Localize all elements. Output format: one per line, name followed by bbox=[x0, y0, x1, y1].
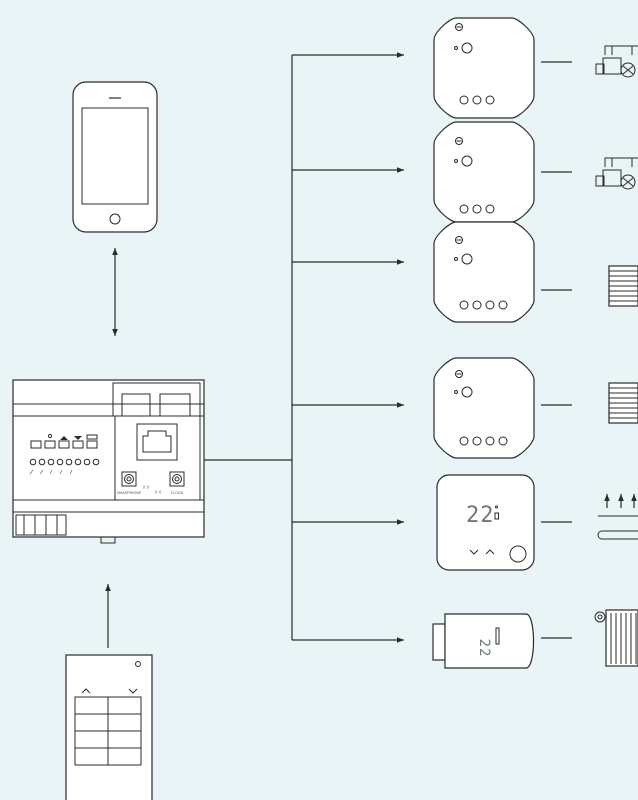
gateway-unit: ((·)) ((·)) SMARTPHONE CLOUD bbox=[12, 379, 205, 544]
thermostat-temperature: 22 bbox=[466, 503, 495, 528]
blind-icon-1 bbox=[608, 265, 638, 307]
actuator-module-2 bbox=[433, 121, 535, 223]
blind-icon-2 bbox=[608, 382, 638, 424]
valve-icon-2 bbox=[595, 157, 638, 190]
radiator-icon bbox=[594, 609, 638, 667]
radiator-head-temperature: 22 bbox=[476, 639, 492, 658]
actuator-module-4 bbox=[433, 357, 535, 459]
gateway-leds bbox=[29, 458, 100, 475]
radiator-thermostat-head: 22 bbox=[432, 613, 535, 669]
distribution-lines bbox=[204, 52, 404, 643]
remote-control-icon bbox=[65, 654, 153, 800]
room-thermostat: 22 bbox=[436, 474, 535, 571]
svg-text:((·)): ((·)) bbox=[143, 485, 150, 489]
underfloor-heating-icon bbox=[597, 494, 638, 540]
smartphone-icon bbox=[72, 81, 158, 233]
gateway-label-left: SMARTPHONE bbox=[117, 491, 141, 495]
actuator-module-1 bbox=[433, 17, 535, 119]
gateway-buttons bbox=[30, 433, 98, 449]
gateway-label-right: CLOUD bbox=[171, 491, 184, 495]
gateway-terminal-block bbox=[15, 514, 67, 536]
svg-text:((·)): ((·)) bbox=[155, 490, 162, 494]
output-connectors bbox=[541, 61, 572, 639]
valve-icon-1 bbox=[595, 45, 638, 78]
down-arrow-icon bbox=[469, 549, 479, 555]
actuator-module-3 bbox=[433, 221, 535, 323]
up-arrow-icon bbox=[485, 549, 495, 555]
